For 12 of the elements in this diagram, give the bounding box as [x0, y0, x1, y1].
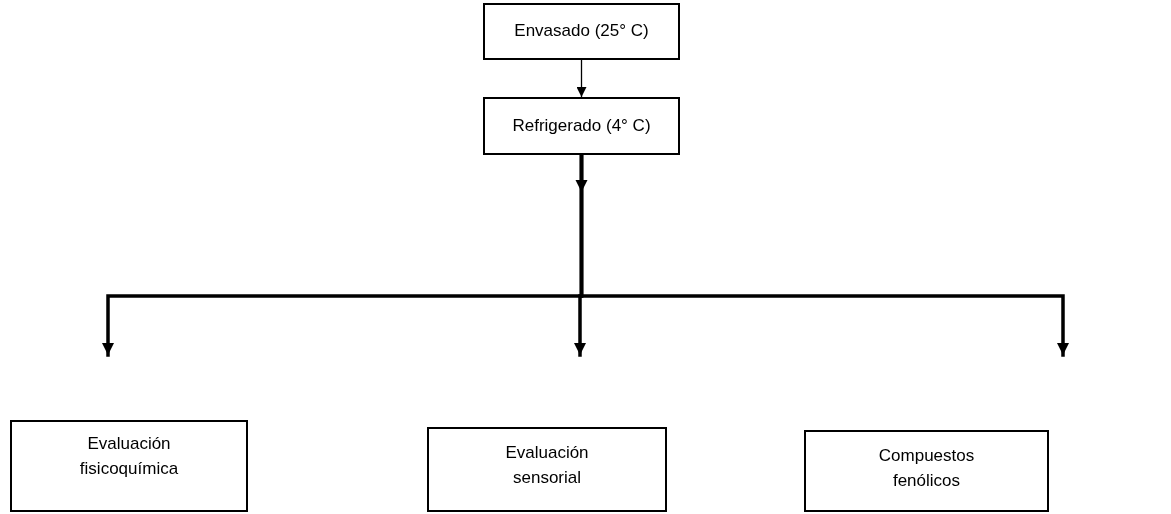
process-box: [10, 420, 248, 512]
box-label: Envasado (25° C): [514, 20, 649, 43]
process-box: [804, 430, 1049, 512]
box-label: Evaluación fisicoquímica: [78, 433, 180, 480]
process-box: [427, 427, 667, 512]
arrow: [576, 59, 587, 98]
process-box: [483, 3, 680, 60]
process-box: [483, 97, 680, 155]
box-label: Refrigerado (4° C): [512, 114, 651, 137]
arrow: [579, 154, 1069, 357]
box-label: Compuestos fenólicos: [877, 445, 976, 492]
box-label: Evaluación sensorial: [504, 441, 590, 489]
